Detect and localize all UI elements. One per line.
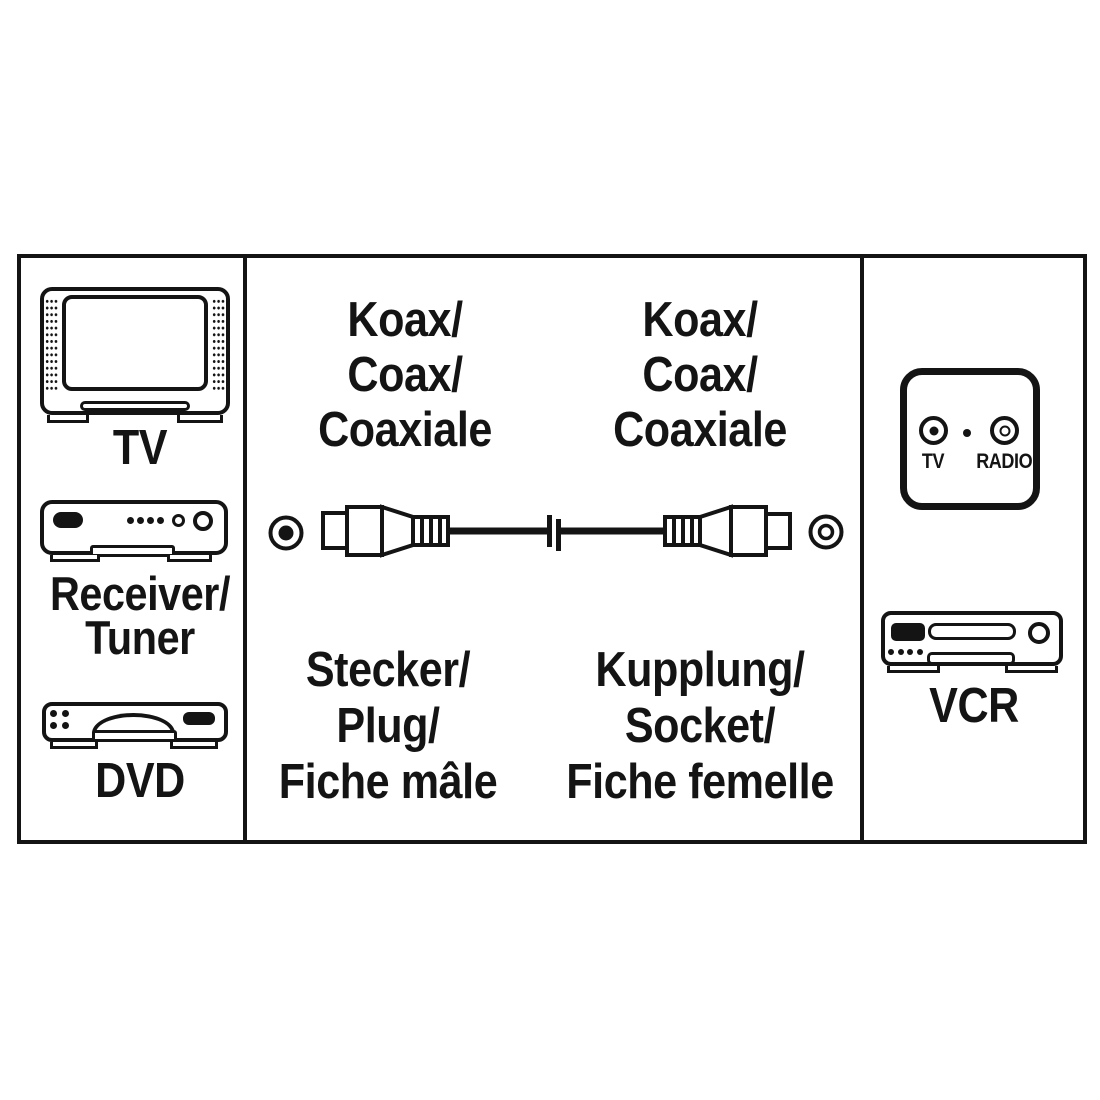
receiver-buttons [127, 517, 164, 524]
female-connector-end-icon [808, 514, 844, 550]
plug-label: Stecker/ Plug/ Fiche mâle [267, 642, 510, 810]
dvd-device-label: DVD [95, 754, 185, 808]
vcr-cassette-slot [928, 623, 1016, 640]
receiver-foot-right [167, 555, 212, 562]
coax-label-left-line1: Koax/ [347, 293, 463, 347]
vcr-device-label: VCR [929, 679, 1019, 733]
receiver-display [53, 512, 83, 528]
vcr-icon [881, 611, 1063, 673]
receiver-foot-left [50, 555, 100, 562]
socket-label-line3: Fiche femelle [566, 755, 834, 809]
tv-foot-left [47, 415, 89, 423]
coax-plug-icon [321, 504, 450, 558]
receiver-tray [90, 545, 175, 557]
dvd-buttons [50, 710, 69, 729]
dvd-disc-tray [92, 730, 177, 742]
vcr-lower-slot [927, 652, 1015, 665]
antenna-wall-socket-icon: TV RADIO [900, 368, 1040, 510]
button-dot [916, 649, 923, 655]
vcr-foot-left [887, 666, 940, 673]
radio-port-hole [999, 425, 1010, 436]
button-dot [50, 710, 57, 717]
vcr-buttons [888, 649, 923, 655]
plug-label-line2: Plug/ [336, 699, 440, 753]
receiver-large-knob [193, 511, 213, 531]
plug-label-line3: Fiche mâle [278, 755, 498, 809]
tv-control-bar [80, 401, 190, 411]
coax-label-right-line1: Koax/ [642, 293, 758, 347]
tv-port-pin [929, 426, 938, 435]
plug-label-line1: Stecker/ [305, 643, 471, 697]
tv-port-icon [919, 416, 948, 445]
panel-divider-left [243, 254, 247, 844]
socket-label: Kupplung/ Socket/ Fiche femelle [559, 642, 841, 810]
button-dot [147, 517, 154, 524]
dvd-player-icon [42, 702, 228, 749]
vcr-knob [1028, 622, 1050, 644]
receiver-label-line1: Receiver/ [49, 567, 230, 620]
socket-label-line1: Kupplung/ [595, 643, 805, 697]
cable-line-icon [448, 527, 665, 535]
button-dot [897, 649, 904, 655]
tv-foot-right [177, 415, 223, 423]
socket-label-line2: Socket/ [624, 699, 776, 753]
coax-label-left-line3: Coaxiale [318, 403, 492, 457]
coax-label-left: Koax/ Coax/ Coaxiale [308, 293, 502, 458]
tv-screen [62, 295, 208, 391]
tv-device-label: TV [112, 421, 168, 475]
button-dot [888, 649, 894, 655]
radio-port-icon [990, 416, 1019, 445]
coax-socket-icon [663, 504, 792, 558]
male-connector-end-icon [268, 515, 304, 551]
coax-cable-icon [268, 504, 844, 558]
receiver-device-label: Receiver/ Tuner [41, 567, 240, 664]
wall-socket-radio-label: RADIO [976, 450, 1033, 473]
coax-label-right: Koax/ Coax/ Coaxiale [603, 293, 797, 458]
receiver-label-line2: Tuner [85, 611, 195, 664]
dvd-foot-left [50, 742, 98, 749]
button-dot [127, 517, 134, 524]
button-dot [907, 649, 913, 655]
button-dot [62, 710, 69, 717]
panel-divider-right [860, 254, 864, 844]
socket-screw-dot [963, 429, 971, 437]
receiver-icon [40, 500, 228, 562]
coax-label-left-line2: Coax/ [347, 348, 463, 402]
button-dot [137, 517, 144, 524]
coax-label-right-line3: Coaxiale [613, 403, 787, 457]
dvd-foot-right [170, 742, 218, 749]
button-dot [62, 722, 69, 729]
vcr-foot-right [1005, 666, 1058, 673]
tv-speaker-grille-right [212, 298, 225, 392]
vcr-display [891, 623, 925, 641]
dvd-display [183, 712, 215, 725]
button-dot [157, 517, 164, 524]
tv-speaker-grille-left [45, 298, 58, 392]
button-dot [50, 722, 57, 729]
cable-break-icon [547, 515, 561, 551]
tv-icon [40, 287, 230, 423]
coax-label-right-line2: Coax/ [642, 348, 758, 402]
receiver-small-knob [172, 514, 185, 527]
wall-socket-tv-label: TV [921, 450, 945, 473]
